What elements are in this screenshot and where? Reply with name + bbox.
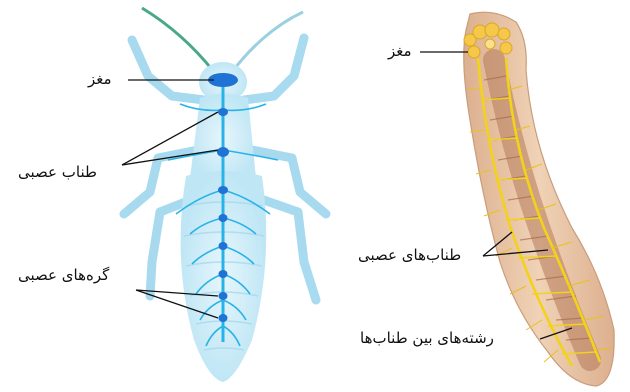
label-insect-ganglia: گره‌های عصبی bbox=[18, 268, 109, 283]
label-flatworm-connectives: رشته‌های بین طناب‌ها bbox=[360, 331, 494, 346]
label-flatworm-nerve-cords: طناب‌های عصبی bbox=[358, 248, 461, 263]
label-insect-brain: مغز bbox=[88, 72, 112, 87]
insect-figure bbox=[122, 8, 326, 382]
label-insect-nerve-cord: طناب عصبی bbox=[18, 165, 97, 180]
insect-antenna-right bbox=[232, 12, 303, 72]
insect-antenna-left bbox=[142, 8, 214, 72]
label-flatworm-brain: مغز bbox=[388, 44, 412, 59]
